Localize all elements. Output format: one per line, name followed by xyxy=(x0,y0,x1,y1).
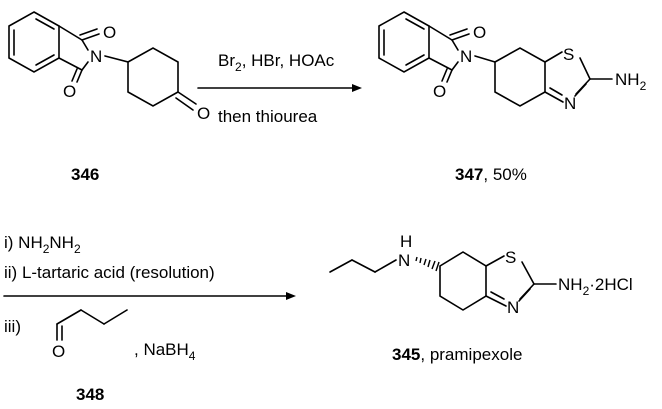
atom-n: N xyxy=(460,47,472,66)
atom-amine-salt: NH2·2HCl xyxy=(558,275,633,298)
atom-o-ketone: O xyxy=(197,104,210,123)
label-347: 347, 50% xyxy=(455,165,527,184)
label-348: 348 xyxy=(76,385,104,404)
compound-345: N H S N NH2·2HCl 345, pramipexole xyxy=(329,232,633,364)
atom-s: S xyxy=(563,45,574,64)
tetrahydro-ring xyxy=(494,47,546,107)
atom-o-top: O xyxy=(473,23,486,42)
reagents-step-2-line-3-prefix: iii) xyxy=(4,317,21,336)
compound-347: O N O S N NH2 347, 50% xyxy=(378,11,647,184)
compound-346: O N O O 346 xyxy=(8,11,210,184)
atom-n: N xyxy=(398,251,410,270)
atom-o-aldehyde: O xyxy=(52,342,65,361)
atom-o-bottom: O xyxy=(433,82,446,101)
reagents-step-2-line-1: i) NH2NH2 xyxy=(4,233,81,256)
atom-n-thiazole: N xyxy=(564,94,576,113)
arrow-step-2 xyxy=(3,292,296,300)
atom-nh2: NH2 xyxy=(615,70,647,93)
reagents-step-1: Br2, HBr, HOAc xyxy=(218,51,335,74)
atom-s: S xyxy=(505,248,516,267)
cyclohexanone-ring xyxy=(127,47,179,107)
benzene-ring xyxy=(8,11,60,73)
reagents-step-1-line-2: then thiourea xyxy=(218,107,318,126)
label-346: 346 xyxy=(71,165,99,184)
atom-h: H xyxy=(400,232,412,251)
label-345: 345, pramipexole xyxy=(392,345,522,364)
benzene-ring xyxy=(378,11,430,73)
atom-n: N xyxy=(90,47,102,66)
stereo-hashed-bond xyxy=(415,256,440,272)
reagents-step-2-line-3-suffix: , NaBH4 xyxy=(134,340,196,363)
atom-o-top: O xyxy=(103,23,116,42)
atom-o-bottom: O xyxy=(63,82,76,101)
tetrahydro-ring xyxy=(439,251,487,311)
arrow-step-1 xyxy=(197,84,362,92)
reagents-step-2-line-2: ii) L-tartaric acid (resolution) xyxy=(4,263,215,282)
aldehyde-348: O xyxy=(52,309,128,361)
atom-n-thiazole: N xyxy=(507,298,519,317)
